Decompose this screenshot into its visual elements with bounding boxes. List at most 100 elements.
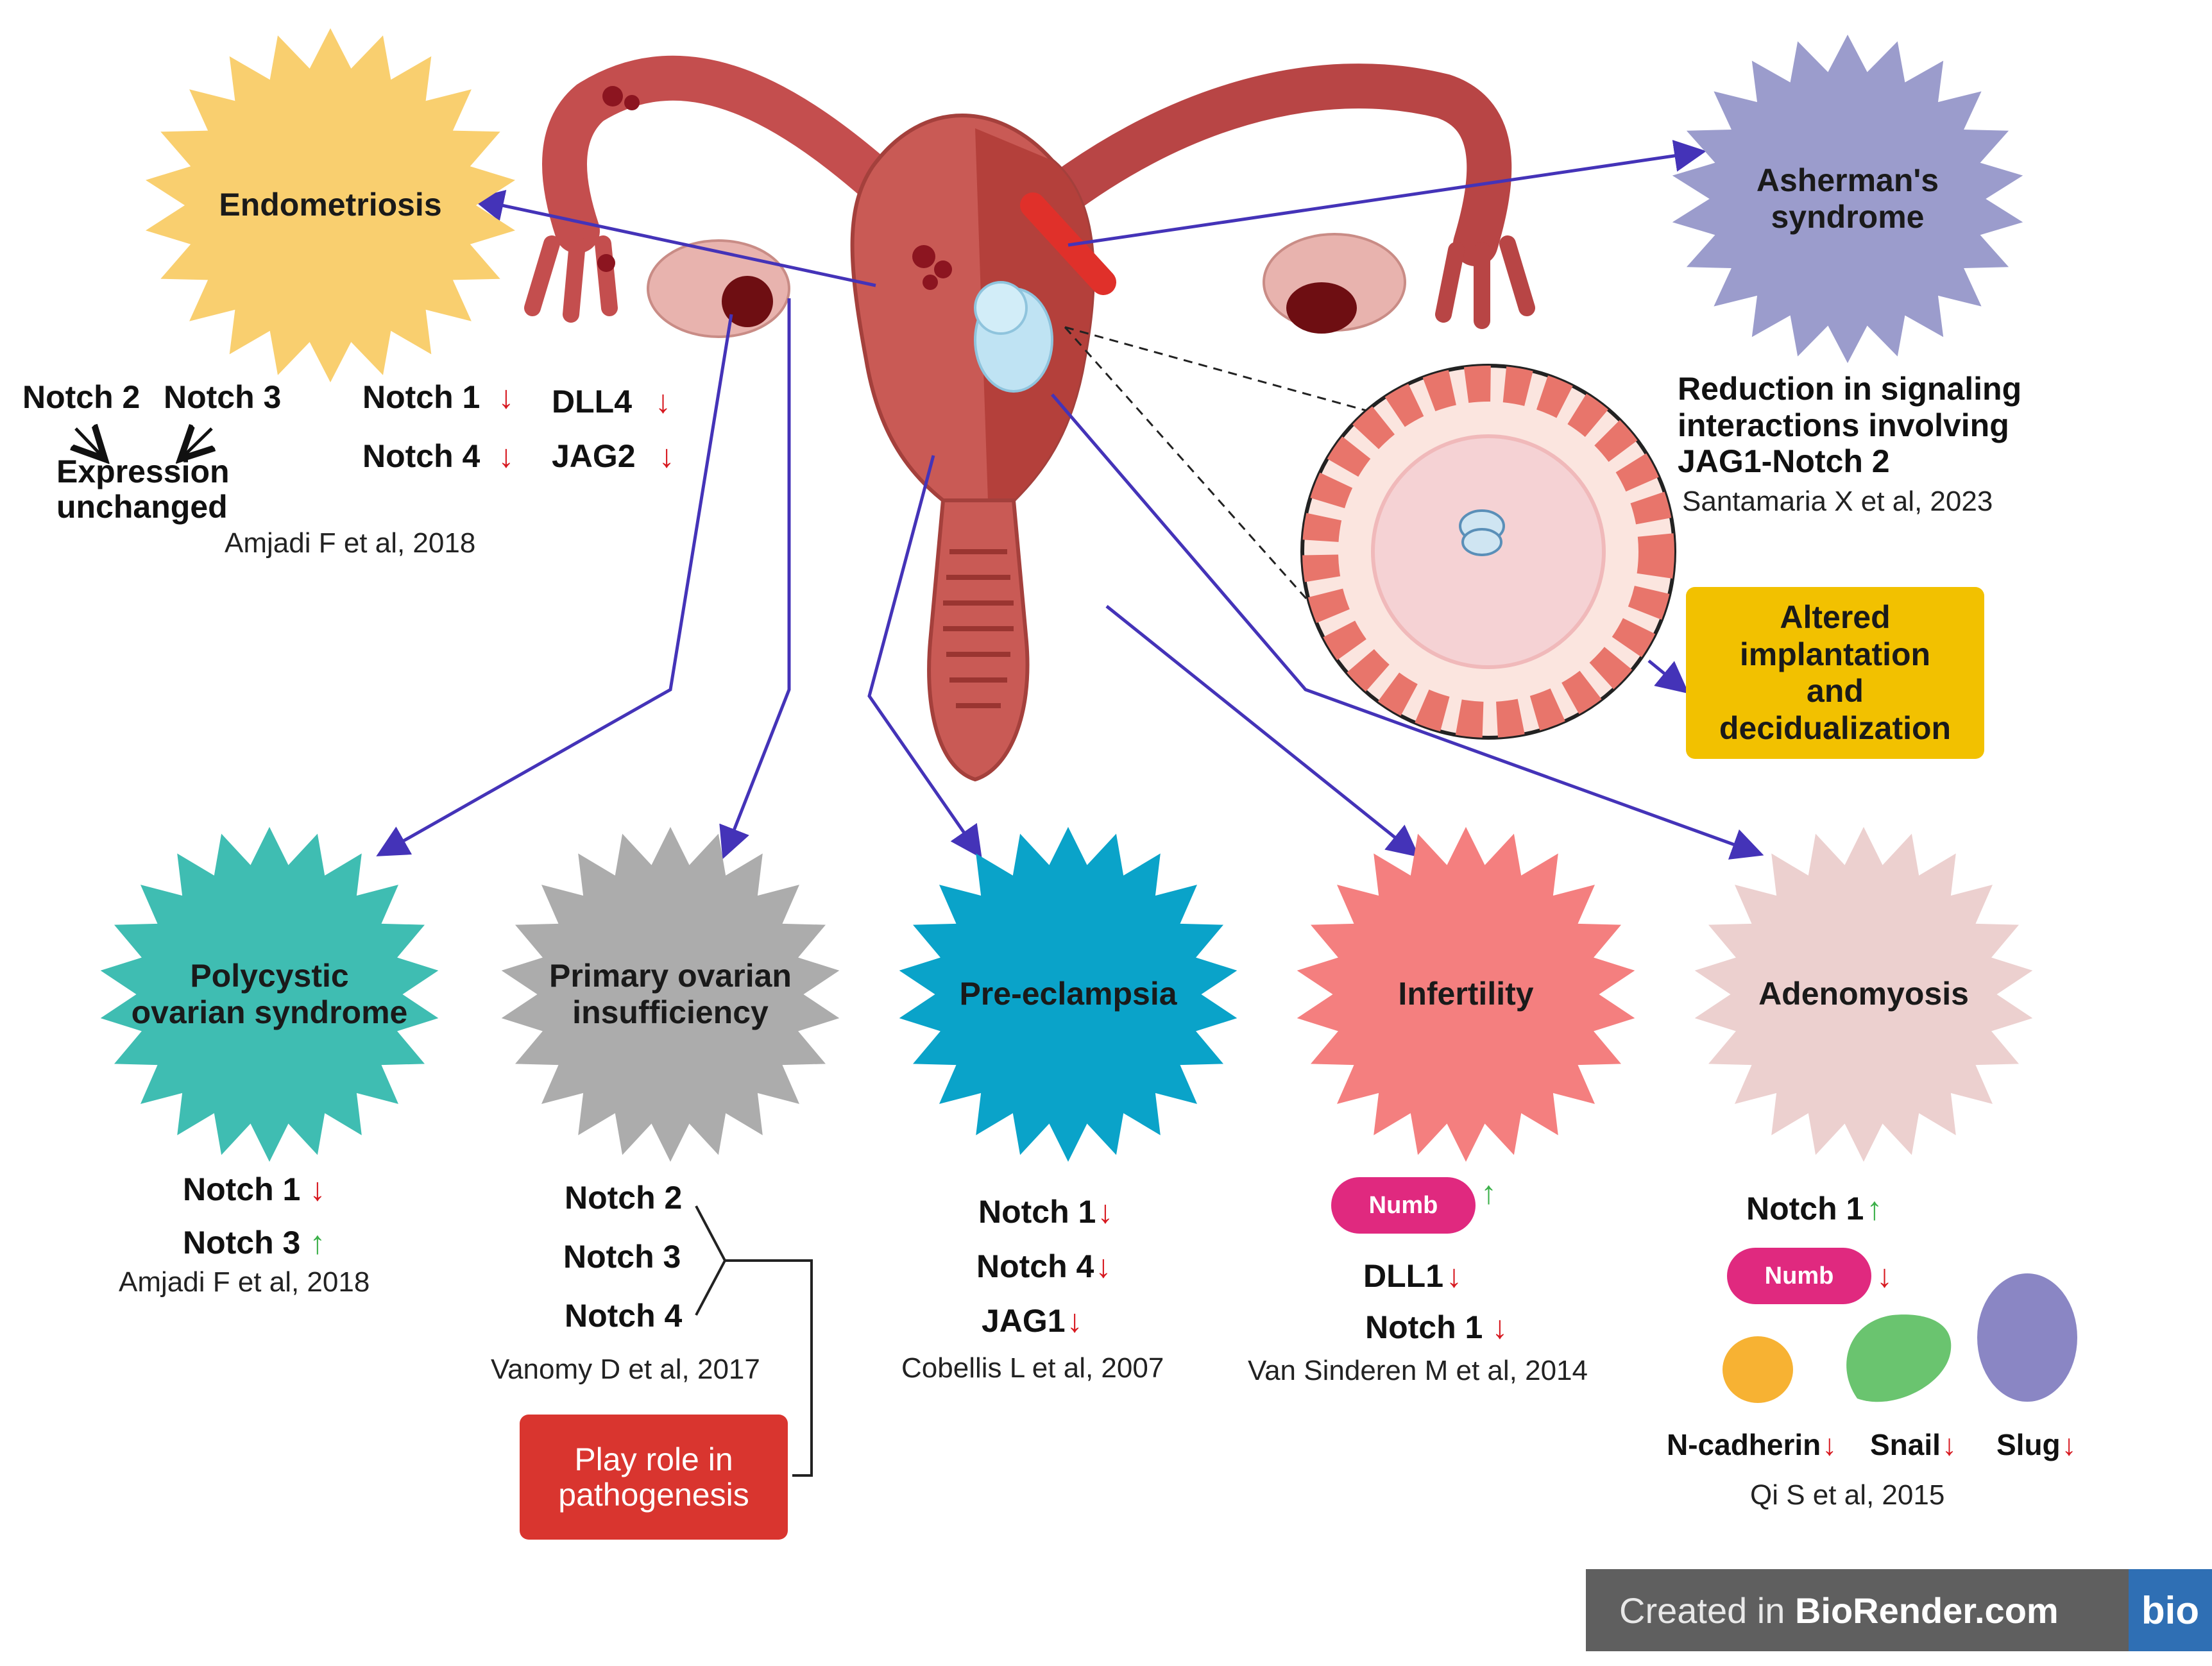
blastocyst-icon (1461, 528, 1502, 556)
pcos-notch1-row: Notch 1↓ (183, 1171, 325, 1208)
credit-text: Created in BioRender.com (1586, 1590, 2059, 1631)
poi-burst: Primary ovarian insufficiency (497, 824, 844, 1164)
pcos-notch3-row: Notch 3↑ (183, 1224, 325, 1261)
up-arrow-icon: ↑ (309, 1225, 326, 1261)
down-arrow-icon: ↓ (1822, 1428, 1837, 1461)
endo-notch4-row: Notch 4 ↓ (362, 438, 514, 475)
arrow-to-endometriosis (472, 189, 876, 287)
endometriosis-lesion (912, 245, 935, 268)
right-fimbriae (1435, 235, 1535, 329)
notch3-arrow (183, 429, 212, 457)
starburst-polygon (100, 827, 439, 1162)
starburst-shape (146, 28, 515, 382)
starburst-polygon (1672, 35, 2023, 363)
infertility-numb-pill: Numb (1331, 1177, 1476, 1234)
emt-marker-icons (1723, 1273, 2077, 1403)
arrow-to-poi (719, 298, 791, 860)
endo-dll4: DLL4 (552, 384, 632, 420)
inf-notch1: Notch 1 (1365, 1309, 1483, 1345)
snail-icon (1846, 1314, 1952, 1402)
biorender-credit: Created in BioRender.com bio (1586, 1569, 2212, 1651)
down-arrow-icon: ↓ (309, 1171, 326, 1207)
starburst-polygon (1694, 827, 2033, 1162)
credit-prefix: Created in (1619, 1590, 1795, 1631)
down-arrow-icon: ↓ (1492, 1309, 1508, 1345)
poi-label: Primary ovarian insufficiency (549, 957, 792, 1031)
up-arrow-icon: ↑ (1866, 1191, 1883, 1227)
endo-notch3: Notch 3 (164, 379, 282, 415)
pcos-citation: Amjadi F et al, 2018 (119, 1266, 370, 1298)
pe-notch4-row: Notch 4↓ (976, 1248, 1111, 1285)
asherman-finding: Reduction in signaling interactions invo… (1678, 371, 2022, 479)
aden-citation: Qi S et al, 2015 (1750, 1479, 1945, 1511)
starburst-shape (1672, 35, 2023, 363)
inf-dll1-row: DLL1↓ (1363, 1257, 1462, 1295)
inf-dll1: DLL1 (1363, 1258, 1443, 1294)
pcos-burst: Polycystic ovarian syndrome (96, 824, 443, 1164)
cervix (927, 498, 1030, 782)
infertility-label: Infertility (1398, 976, 1534, 1012)
down-arrow-icon: ↓ (498, 438, 515, 474)
aden-slug: Slug (1996, 1428, 2061, 1461)
endo-jag2: JAG2 (552, 438, 636, 474)
endo-unchanged: Expression unchanged (56, 454, 230, 525)
credit-brand: BioRender.com (1794, 1590, 2059, 1631)
zoom-line (1064, 327, 1323, 616)
down-arrow-icon: ↓ (1097, 1194, 1114, 1230)
adenomyosis-burst: Adenomyosis (1690, 824, 2037, 1164)
right-ovary-cyst (1286, 282, 1357, 334)
notch2-arrow (76, 429, 103, 457)
pe-notch1: Notch 1 (978, 1194, 1096, 1230)
asherman-label: Asherman's syndrome (1756, 162, 1939, 235)
down-arrow-icon: ↓ (1446, 1258, 1462, 1294)
poi-citation: Vanomy D et al, 2017 (491, 1354, 760, 1385)
starburst-shape (899, 827, 1238, 1162)
right-fallopian-tube (1017, 64, 1512, 266)
endometriosis-lesion (624, 95, 640, 110)
poi-bracket (695, 1205, 727, 1316)
inf-citation: Van Sinderen M et al, 2014 (1248, 1355, 1588, 1386)
inf-notch1-row: Notch 1↓ (1365, 1309, 1508, 1346)
arrow-to-pcos (376, 314, 733, 856)
arrow-to-asherman (1068, 140, 1706, 247)
arrow-to-implantation (1647, 659, 1689, 694)
starburst-polygon (501, 827, 840, 1162)
infertility-burst: Infertility (1293, 824, 1639, 1164)
aden-notch1: Notch 1 (1746, 1191, 1864, 1227)
pe-citation: Cobellis L et al, 2007 (901, 1352, 1164, 1384)
down-arrow-icon: ↓ (1095, 1248, 1112, 1284)
down-arrow-icon: ↓ (1876, 1258, 1893, 1294)
aden-ncadherin-row: N-cadherin↓ (1667, 1427, 1837, 1462)
endometriosis-label: Endometriosis (219, 187, 442, 223)
decidua-ring (1302, 366, 1674, 738)
arrow-to-infertility (1105, 605, 1420, 858)
starburst-shape (1297, 827, 1635, 1162)
asherman-burst: Asherman's syndrome (1668, 32, 2027, 366)
endometriosis-lesion (923, 275, 938, 290)
arrow-to-preeclampsia (867, 455, 982, 859)
starburst-polygon (899, 827, 1238, 1162)
pcos-notch3: Notch 3 (183, 1225, 301, 1261)
up-arrow-icon: ↑ (1481, 1175, 1497, 1211)
starburst-shape (100, 827, 439, 1162)
adenomyosis-label: Adenomyosis (1758, 976, 1969, 1012)
endo-notch1-row: Notch 1↓ (362, 378, 514, 416)
altered-implantation-box: Altered implantation and decidualization (1686, 587, 1984, 759)
pcos-label: Polycystic ovarian syndrome (131, 957, 408, 1031)
endo-notch4: Notch 4 (362, 438, 481, 474)
endo-jag2-row: JAG2↓ (552, 438, 675, 475)
left-ovary-cyst (722, 276, 773, 327)
adenomyosis-numb-pill: Numb (1727, 1248, 1871, 1304)
aden-snail-row: Snail↓ (1870, 1427, 1957, 1462)
pe-notch4: Notch 4 (976, 1248, 1094, 1284)
endometriosis-burst: Endometriosis (141, 26, 520, 385)
preeclampsia-label: Pre-eclampsia (959, 976, 1177, 1012)
starburst-shape (501, 827, 840, 1162)
endometriosis-lesion (934, 260, 952, 278)
arrow-to-adenomyosis (1051, 393, 1764, 860)
down-arrow-icon: ↓ (655, 384, 671, 420)
left-fallopian-tube (542, 55, 933, 253)
endometriosis-lesion (597, 254, 615, 272)
